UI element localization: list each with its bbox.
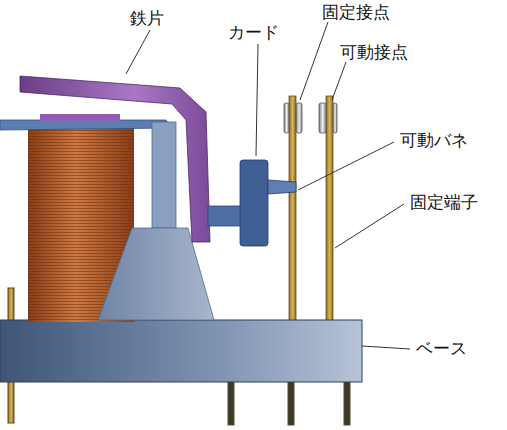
fixed-terminal [326,96,333,324]
pole-plate [40,114,120,121]
leader-lines [126,22,410,349]
yoke-plate [0,120,172,130]
part-label: 可動接点 [338,42,410,63]
contacts [284,103,337,133]
yoke [152,122,176,228]
part-label: カード [226,22,281,43]
card [240,160,268,246]
card-tip [268,180,296,194]
part-label: 固定接点 [320,2,392,23]
card-rod [208,206,244,226]
base [0,320,362,382]
part-label: 固定端子 [408,192,480,213]
part-label: 鉄片 [128,8,166,29]
iron-armature [20,76,210,242]
part-label: ベース [414,338,469,359]
movable-spring [289,96,296,324]
part-label: 可動バネ [398,130,470,151]
